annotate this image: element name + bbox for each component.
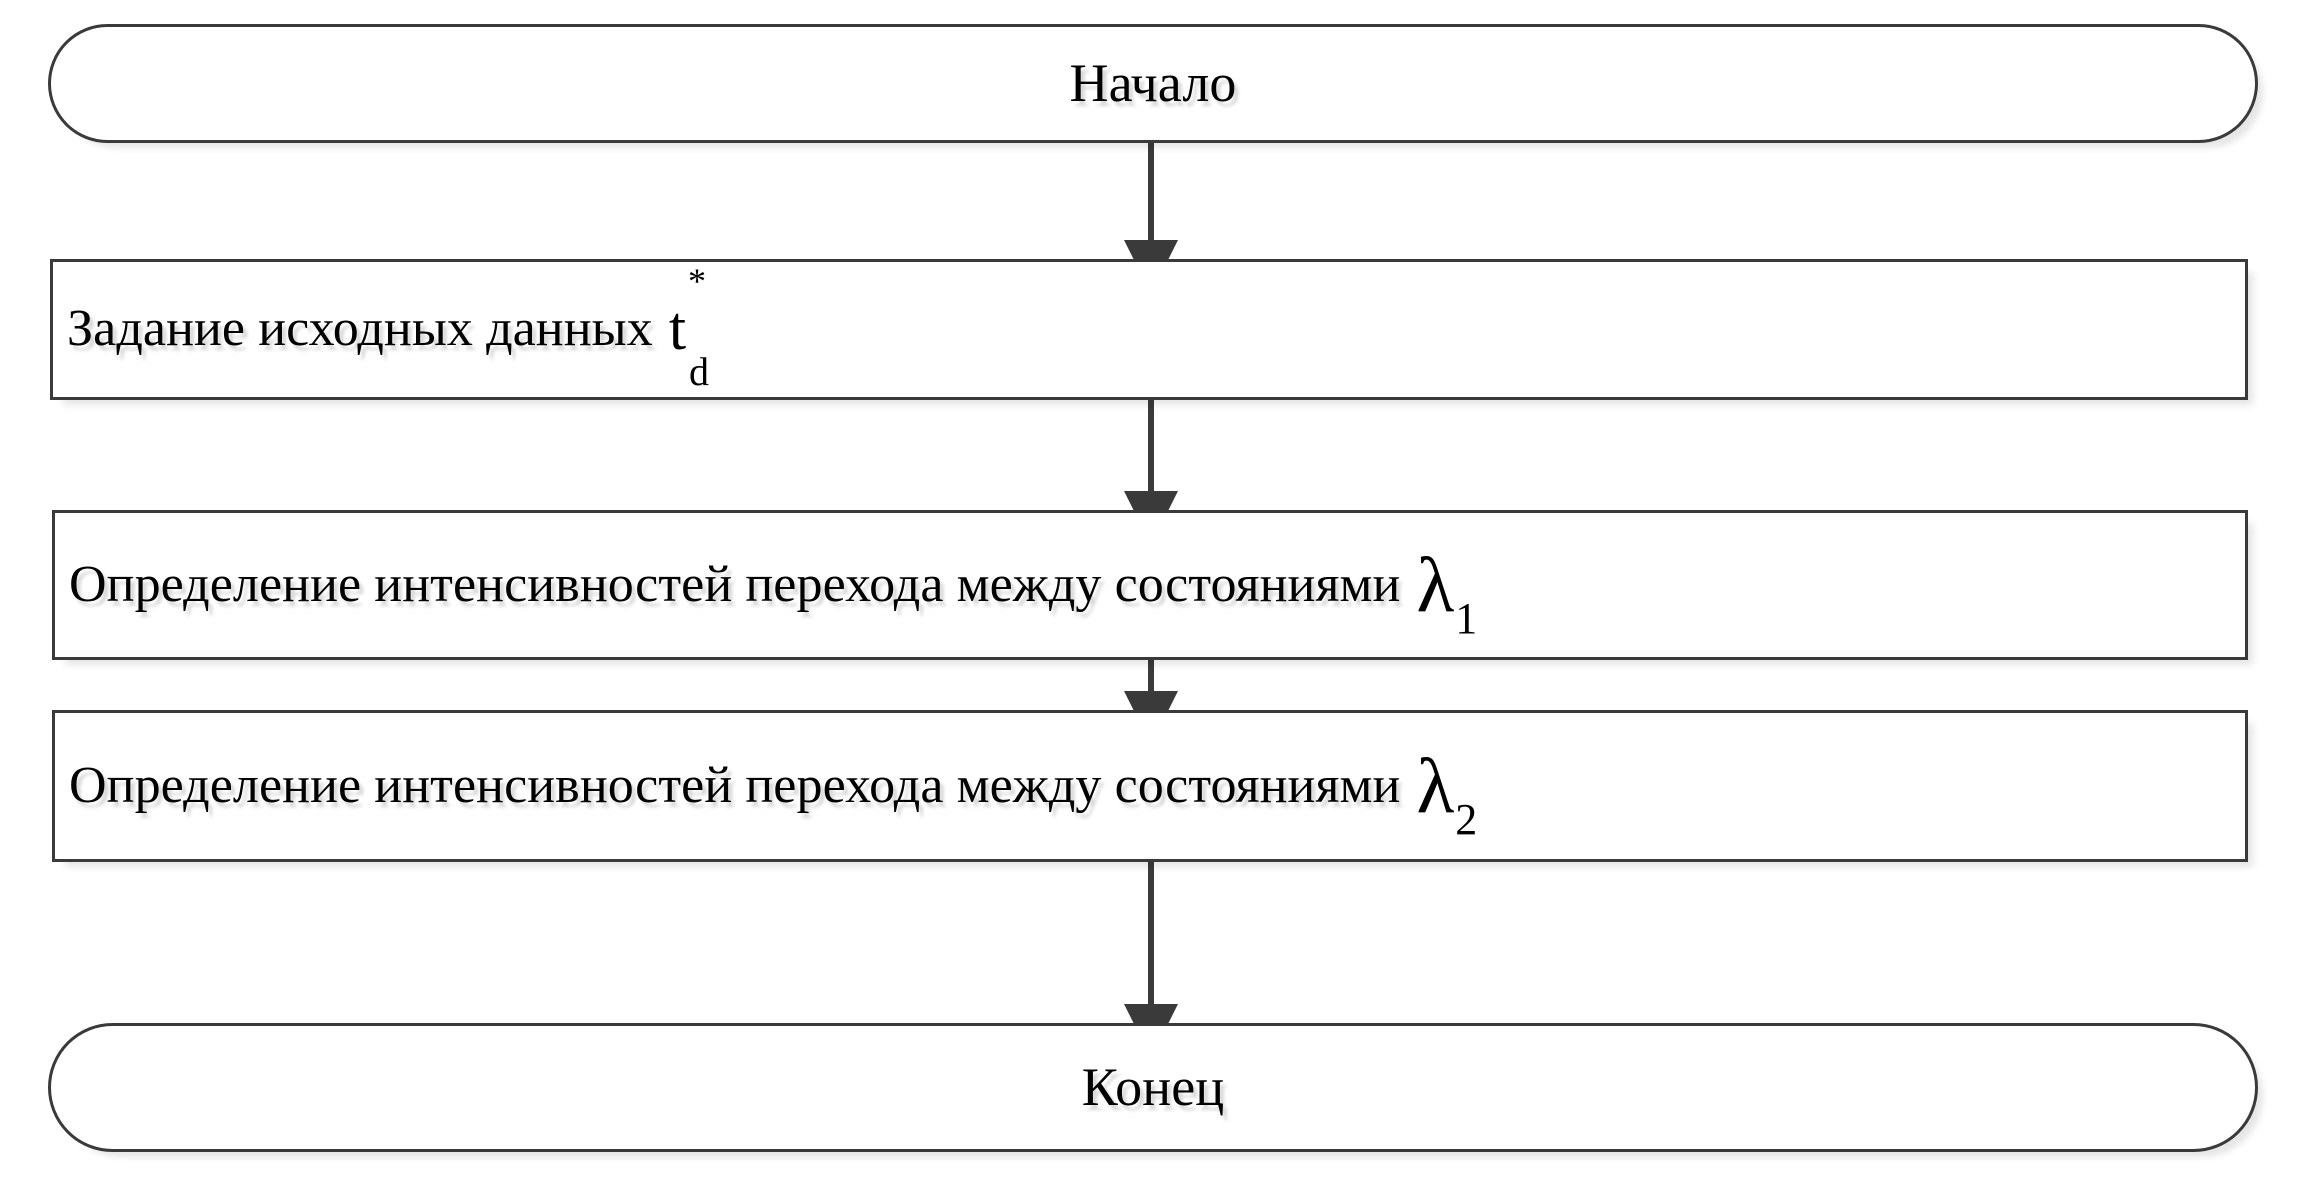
- node-lambda2[interactable]: Определение интенсивностей перехода межд…: [52, 710, 2248, 862]
- math-base-t: t: [668, 295, 687, 363]
- math-superscript-star: *: [688, 261, 707, 301]
- node-end[interactable]: Конец: [48, 1023, 2258, 1152]
- math-lambda-2: λ 2: [1416, 746, 1477, 844]
- node-start[interactable]: Начало: [48, 24, 2258, 143]
- node-lambda2-label: Определение интенсивностей перехода межд…: [69, 756, 1401, 814]
- node-end-label: Конец: [1081, 1057, 1225, 1118]
- math-subscript-2: 2: [1455, 795, 1478, 845]
- node-lambda1[interactable]: Определение интенсивностей перехода межд…: [52, 510, 2248, 660]
- math-t-star-d: t * d: [668, 261, 709, 394]
- math-subscript-d: d: [689, 349, 710, 394]
- node-input-data[interactable]: Задание исходных данных t * d: [50, 259, 2248, 400]
- node-input-data-label: Задание исходных данных: [67, 300, 653, 358]
- node-lambda1-label: Определение интенсивностей перехода межд…: [69, 555, 1401, 613]
- math-base-lambda: λ: [1416, 741, 1455, 829]
- math-base-lambda: λ: [1416, 540, 1455, 628]
- node-start-label: Начало: [1069, 53, 1237, 114]
- math-subscript-1: 1: [1455, 594, 1478, 644]
- math-lambda-1: λ 1: [1416, 545, 1477, 643]
